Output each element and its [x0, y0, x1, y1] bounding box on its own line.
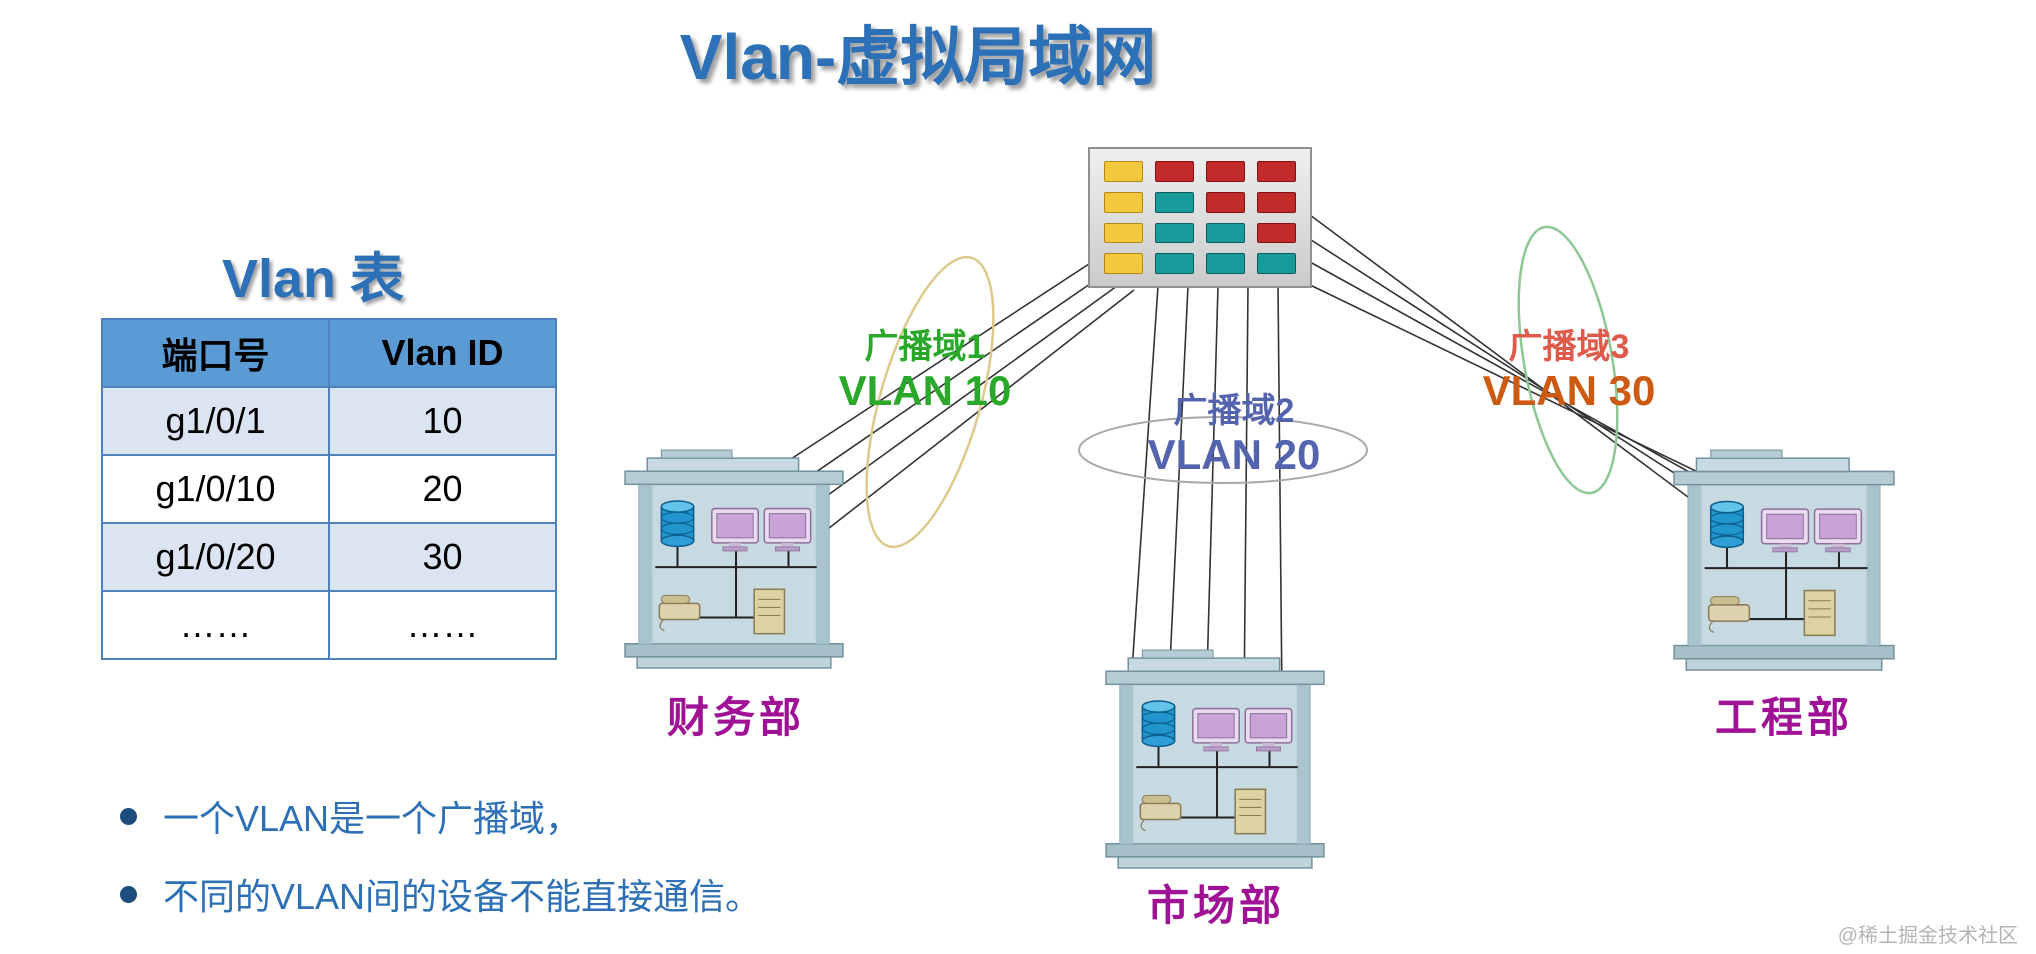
port-cell: g1/0/20 [101, 522, 330, 592]
table-row: g1/0/1 10 [101, 386, 557, 456]
switch-port-red [1257, 191, 1296, 213]
switch-port-red [1206, 161, 1245, 182]
switch-port-yellow [1104, 222, 1143, 244]
switch-port-teal [1257, 253, 1296, 274]
list-item: 一个VLAN是一个广播域， [120, 790, 761, 842]
switch-port-teal [1206, 253, 1245, 274]
finance-dept-label: 财务部 [666, 694, 806, 741]
column-header-vlan-id: Vlan ID [328, 318, 557, 388]
port-cell: …… [101, 590, 330, 660]
building-finance-dept [624, 449, 844, 669]
switch-device [1088, 147, 1312, 288]
switch-port-red [1155, 161, 1194, 182]
vlan-table: 端口号 Vlan ID g1/0/1 10 g1/0/10 20 g1/0/20… [101, 318, 557, 660]
table-header-row: 端口号 Vlan ID [101, 318, 557, 388]
table-row: g1/0/20 30 [101, 522, 557, 592]
domain2-vlan: VLAN 20 [1147, 431, 1321, 479]
notes-list: 一个VLAN是一个广播域， 不同的VLAN间的设备不能直接通信。 [120, 790, 761, 946]
switch-port-red [1206, 191, 1245, 213]
marketing-dept-label: 市场部 [1146, 882, 1286, 929]
switch-port-teal [1155, 191, 1194, 213]
note-text: 一个VLAN是一个广播域， [163, 798, 582, 839]
building-engineering-dept [1673, 449, 1895, 671]
domain3-vlan: VLAN 30 [1482, 367, 1656, 415]
switch-port-yellow [1104, 191, 1143, 213]
domain1-name: 广播域1 [864, 328, 986, 366]
switch-port-teal [1155, 222, 1194, 244]
building-marketing-dept [1105, 649, 1325, 869]
switch-port-red [1257, 222, 1296, 244]
vlan-id-cell: 10 [328, 386, 557, 456]
vlan-id-cell: 20 [328, 454, 557, 524]
switch-port-yellow [1104, 161, 1143, 182]
domain1-vlan: VLAN 10 [838, 367, 1012, 415]
column-header-port: 端口号 [101, 318, 330, 388]
port-cell: g1/0/1 [101, 386, 330, 456]
switch-port-red [1257, 161, 1296, 182]
port-cell: g1/0/10 [101, 454, 330, 524]
table-row: …… …… [101, 590, 557, 660]
switch-port-teal [1206, 222, 1245, 244]
switch-port-teal [1155, 253, 1194, 274]
vlan-heading-en: Vlan [222, 249, 337, 309]
note-text: 不同的VLAN间的设备不能直接通信。 [163, 876, 762, 917]
page-title: Vlan-虚拟局域网 [679, 21, 1157, 93]
broadcast-domain3-label: 广播域3 VLAN 30 [1483, 328, 1656, 415]
domain3-name: 广播域3 [1508, 328, 1630, 366]
vlan-heading-zh: 表 [350, 249, 405, 309]
engineering-dept-label: 工程部 [1714, 694, 1854, 741]
watermark: @稀土掘金技术社区 [1837, 925, 2018, 947]
vlan-id-cell: 30 [328, 522, 557, 592]
bullet-icon [120, 885, 137, 903]
switch-port-yellow [1104, 253, 1143, 274]
list-item: 不同的VLAN间的设备不能直接通信。 [120, 868, 761, 920]
broadcast-domain1-label: 广播域1 VLAN 10 [839, 328, 1012, 415]
domain2-name: 广播域2 [1173, 392, 1295, 430]
broadcast-domain2-label: 广播域2 VLAN 20 [1148, 392, 1321, 479]
table-row: g1/0/10 20 [101, 454, 557, 524]
vlan-id-cell: …… [328, 590, 557, 660]
bullet-icon [120, 807, 137, 825]
